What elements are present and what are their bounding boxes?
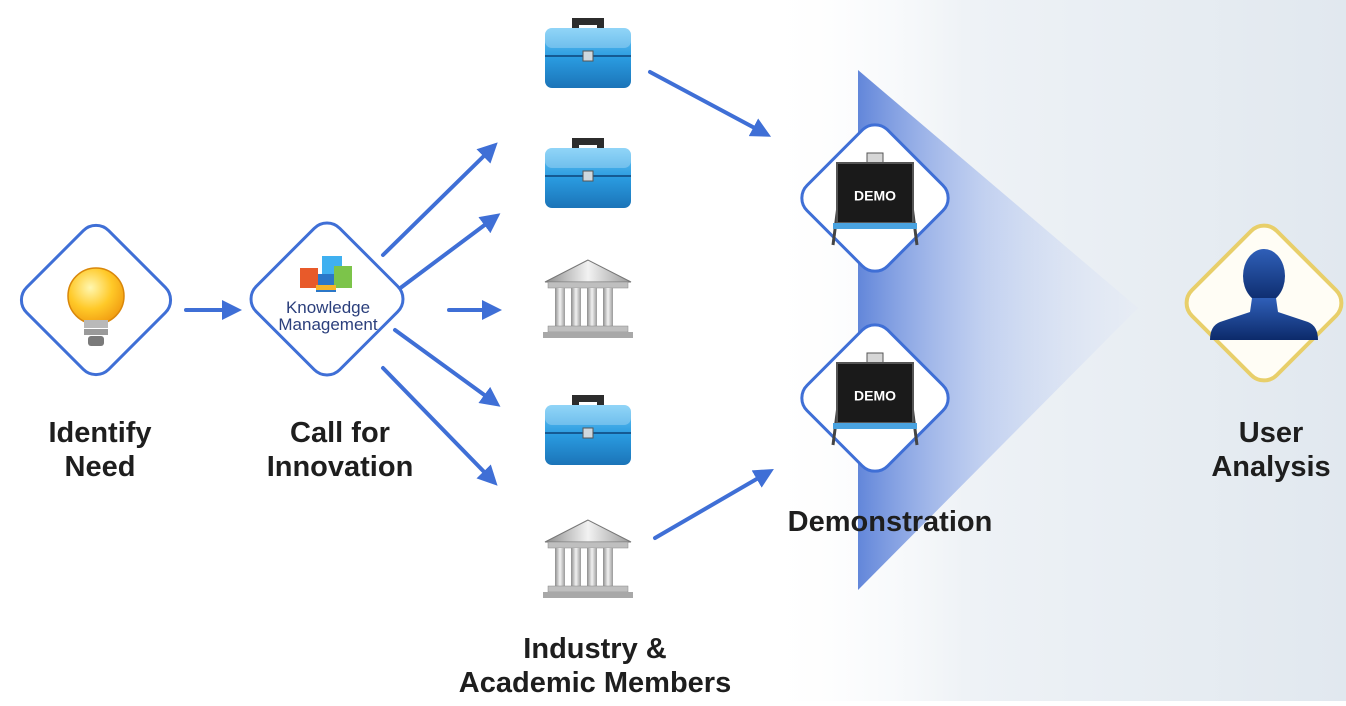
members-label: Industry & Academic Members [430, 632, 760, 700]
identify-need-line1: Identify [48, 417, 152, 449]
demonstration-label: Demonstration [787, 506, 993, 538]
knowledge-cubes-icon [300, 256, 352, 292]
identify-need-label: Identify Need [20, 416, 180, 484]
call-for-innovation-label: Call for Innovation [245, 416, 435, 484]
demo-node-1: DEMO [800, 123, 950, 273]
lightbulb-icon [67, 267, 125, 346]
arrow-member-1-to-demo [648, 70, 772, 137]
members-line2: Academic Members [458, 667, 732, 699]
identify-need-line2: Need [64, 451, 136, 483]
user-analysis-label: User Analysis [1196, 416, 1346, 484]
call-for-innovation-line1: Call for [290, 417, 390, 449]
user-analysis-line1: User [1238, 417, 1304, 449]
member-institution-2-icon [542, 519, 634, 599]
user-analysis-node [1184, 223, 1344, 383]
arrows [184, 70, 774, 540]
knowledge-label: Knowledge [285, 298, 371, 317]
arrow-call-to-member-2b [393, 213, 501, 294]
demo-1-label: DEMO [854, 188, 896, 204]
call-for-innovation-node [249, 221, 405, 377]
demo-node-2: DEMO [800, 323, 950, 473]
member-briefcase-2-icon [544, 137, 632, 209]
arrow-call-to-member-2 [381, 142, 498, 257]
member-briefcase-1-icon [544, 17, 632, 89]
arrow-call-to-member-5 [381, 366, 498, 486]
demo-2-label: DEMO [854, 388, 896, 404]
identify-need-node [19, 223, 173, 377]
member-institution-1-icon [542, 259, 634, 339]
arrow-call-to-member-4 [393, 328, 501, 407]
member-briefcase-3-icon [544, 394, 632, 466]
arrow-member-5-to-demo [653, 468, 774, 540]
call-for-innovation-line2: Innovation [266, 451, 414, 483]
knowledge-management-label: Knowledge Management [272, 299, 384, 333]
user-silhouette-icon [1210, 249, 1318, 340]
user-analysis-line2: Analysis [1211, 451, 1331, 483]
management-label: Management [278, 315, 378, 334]
members-line1: Industry & [523, 633, 667, 665]
